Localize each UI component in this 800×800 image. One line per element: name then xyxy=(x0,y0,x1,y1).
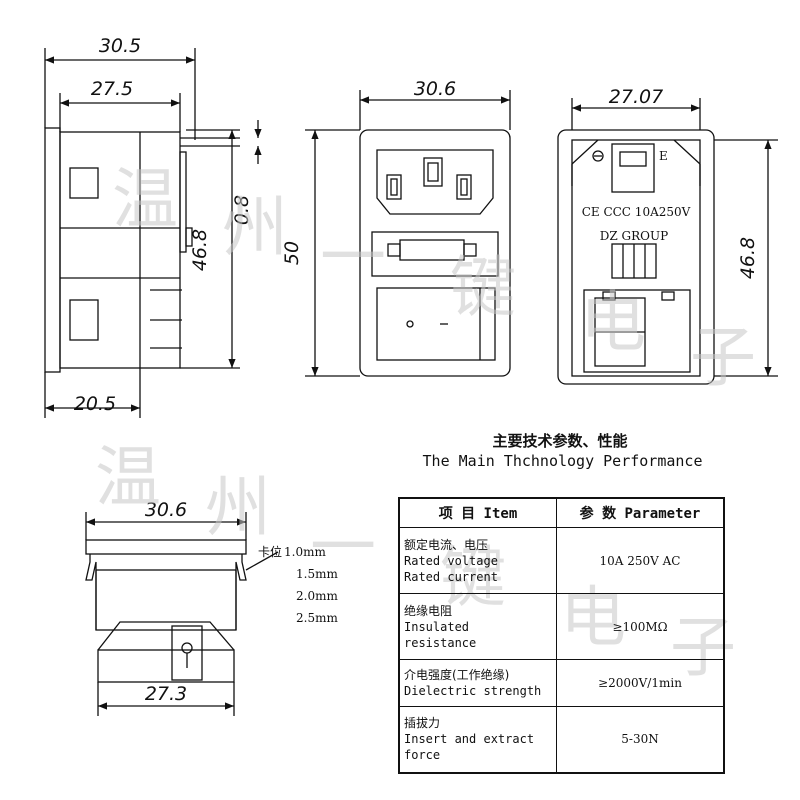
dim-side-height: 46.8 xyxy=(189,229,211,271)
clip-label: 卡位 xyxy=(258,544,282,559)
clip-option: 2.0mm xyxy=(296,589,338,603)
item-value: ≥100MΩ xyxy=(556,593,725,661)
dim-front-width: 30.6 xyxy=(414,78,456,100)
watermark-char: 温 xyxy=(112,161,178,238)
header-item: 项 目 Item xyxy=(398,497,557,528)
item-cn: 介电强度(工作绝缘) xyxy=(404,668,510,683)
item-en: Dielectric strength xyxy=(404,684,542,699)
clip-option: 2.5mm xyxy=(296,611,338,625)
item-cn: 插拔力 xyxy=(404,716,441,731)
bottom-view xyxy=(85,512,279,716)
back-view xyxy=(557,98,778,385)
item-en: Rated voltage xyxy=(404,553,498,568)
item-en: Insulated xyxy=(404,619,470,634)
clip-option: 1.5mm xyxy=(296,567,338,581)
performance-title-cn: 主要技术参数、性能 xyxy=(492,432,628,450)
item-en: Insert and extract xyxy=(404,732,535,747)
watermark-char: 键 xyxy=(450,249,516,326)
dim-bottom-base-width: 27.3 xyxy=(145,683,187,705)
table-row: 绝缘电阻 Insulated resistance ≥100MΩ xyxy=(398,593,725,661)
header-parameter: 参 数 Parameter xyxy=(556,497,725,528)
watermark-char: 电 xyxy=(580,284,646,361)
item-en: Rated current xyxy=(404,569,498,584)
rating-label: CE CCC 10A250V xyxy=(582,205,691,219)
table-row: 额定电流、电压 Rated voltage Rated current 10A … xyxy=(398,526,725,595)
item-cn: 绝缘电阻 xyxy=(404,603,453,618)
item-value: ≥2000V/1min xyxy=(556,659,725,707)
performance-title-en: The Main Thchnology Performance xyxy=(422,452,703,470)
watermark-char: 州 xyxy=(205,469,271,546)
table-row: 插拔力 Insert and extract force 5-30N xyxy=(398,705,725,774)
dim-back-width: 27.07 xyxy=(609,86,663,108)
performance-table: 项 目 Item 参 数 Parameter 额定电流、电压 Rated vol… xyxy=(398,497,725,774)
dim-front-height: 50 xyxy=(281,241,303,265)
watermark-char: 一 xyxy=(320,219,386,296)
side-view xyxy=(44,48,262,418)
watermark-char: 一 xyxy=(310,509,376,586)
item-value: 5-30N xyxy=(556,705,725,774)
dim-side-total-width: 30.5 xyxy=(99,35,141,57)
front-view xyxy=(305,90,511,377)
dim-side-thickness: 0.8 xyxy=(231,195,253,225)
ground-mark: E xyxy=(659,149,668,163)
item-value: 10A 250V AC xyxy=(556,526,725,595)
item-cn: 额定电流、电压 xyxy=(404,537,489,552)
clip-option: 1.0mm xyxy=(284,545,326,559)
dim-back-height: 46.8 xyxy=(737,237,759,279)
dim-bottom-top-width: 30.6 xyxy=(145,499,187,521)
watermark-char: 温 xyxy=(95,439,161,516)
dim-side-inner-width: 27.5 xyxy=(91,78,133,100)
watermark-char: 子 xyxy=(690,319,756,396)
table-row: 介电强度(工作绝缘) Dielectric strength ≥2000V/1m… xyxy=(398,659,725,707)
item-en: force xyxy=(404,748,441,763)
item-en: resistance xyxy=(404,635,477,650)
table-header-row: 项 目 Item 参 数 Parameter xyxy=(398,497,725,528)
watermark-char: 州 xyxy=(222,189,288,266)
brand-label: DZ GROUP xyxy=(600,229,668,243)
dim-side-bottom-width: 20.5 xyxy=(74,393,116,415)
